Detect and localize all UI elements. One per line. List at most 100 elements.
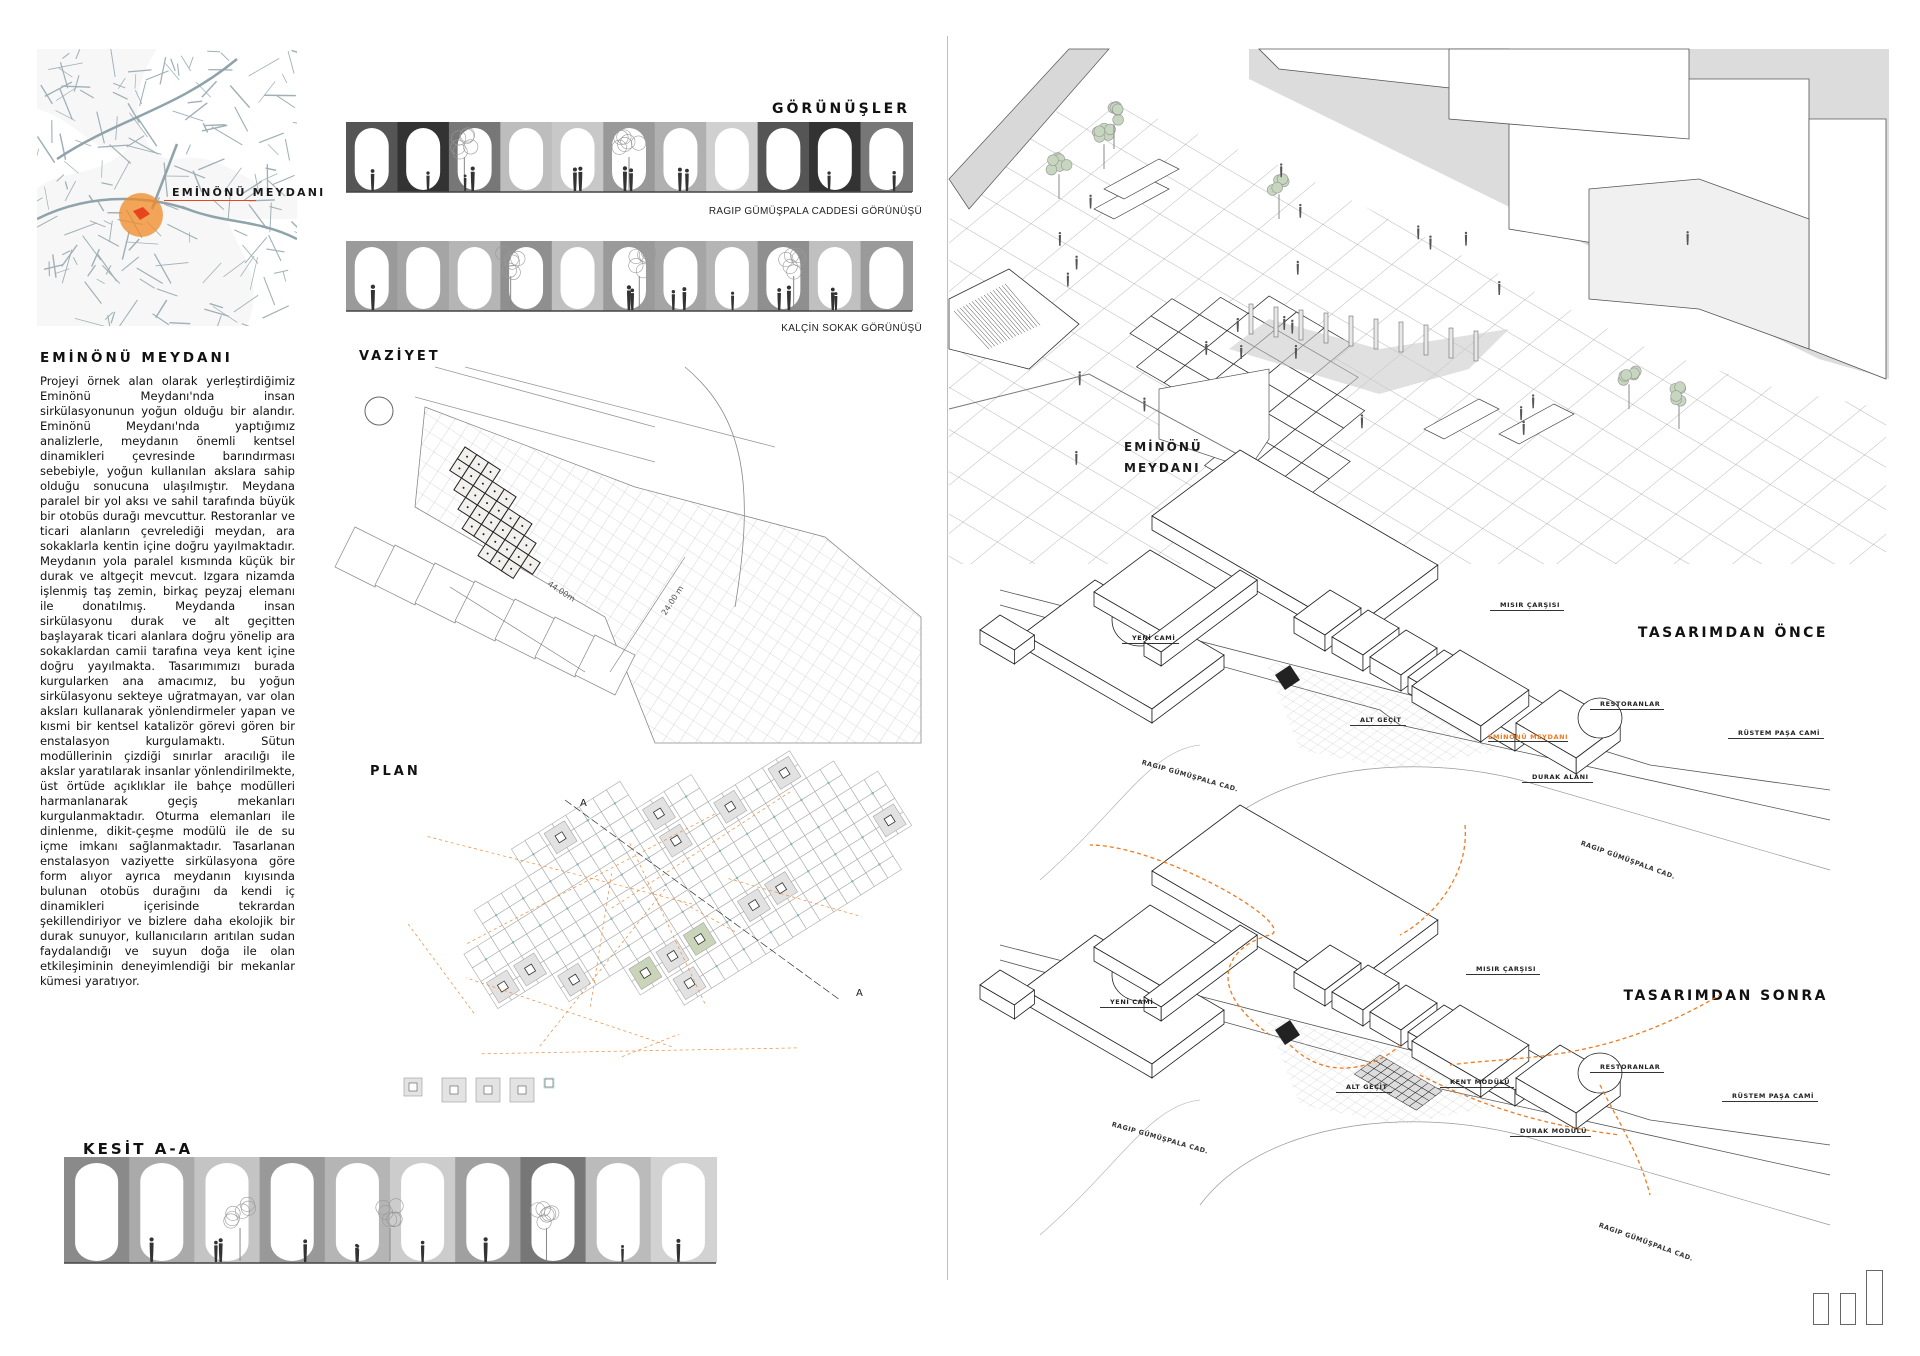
- street: [174, 165, 206, 179]
- tree-canopy: [386, 1212, 402, 1228]
- grid-node: [576, 863, 579, 866]
- tree-canopy: [628, 248, 644, 264]
- tree-canopy: [1276, 173, 1289, 185]
- section-drawing: [64, 1157, 717, 1264]
- tree-canopy: [1271, 181, 1283, 194]
- label-restoranlar: RESTORANLAR: [1590, 700, 1665, 710]
- person-figure: [1417, 228, 1420, 240]
- column: [523, 963, 537, 976]
- person-figure: [355, 1247, 359, 1262]
- arch-opening: [714, 247, 749, 309]
- grid-node: [691, 866, 695, 870]
- person-figure: [1236, 320, 1239, 332]
- arch-opening: [714, 128, 749, 190]
- street: [180, 55, 192, 72]
- square-grid: [1265, 660, 1500, 770]
- column-dot: [486, 502, 489, 505]
- street: [258, 81, 276, 103]
- street: [176, 63, 180, 76]
- grid-node: [817, 825, 820, 829]
- street: [262, 305, 290, 319]
- installation-module-grid: [449, 446, 541, 580]
- column: [693, 932, 706, 946]
- bars-logo-icon: [1813, 1270, 1885, 1326]
- grid-node: [684, 795, 688, 798]
- circulation-axis: [621, 1033, 680, 1058]
- stairs: [1004, 283, 1041, 326]
- street: [240, 255, 255, 277]
- person-head: [682, 287, 687, 292]
- arch-opening: [596, 1163, 640, 1261]
- grid-node: [796, 914, 800, 917]
- street: [172, 110, 204, 122]
- arch-opening: [766, 128, 801, 190]
- elevation-caption-2: KALÇİN SOKAK GÖRÜNÜŞÜ: [781, 323, 922, 334]
- tree-canopy: [628, 258, 644, 274]
- label-rustem-pasa: RÜSTEM PAŞA CAMİ: [1728, 729, 1825, 739]
- circulation-path: [1419, 1074, 1621, 1136]
- column: [639, 966, 652, 980]
- tree-canopy: [631, 135, 647, 151]
- column-dot: [482, 533, 485, 536]
- arch-opening: [817, 247, 852, 309]
- street: [104, 311, 114, 320]
- person-head: [671, 289, 676, 294]
- street: [64, 181, 69, 190]
- street: [249, 256, 258, 290]
- street: [128, 238, 140, 251]
- column-module: [1248, 303, 1254, 335]
- label-durak-alani: DURAK ALANI: [1522, 773, 1593, 783]
- person-head: [629, 168, 634, 173]
- street: [54, 268, 70, 274]
- arch-opening: [406, 128, 441, 190]
- person-figure: [1520, 409, 1523, 421]
- column: [747, 899, 760, 912]
- arch-opening: [661, 1163, 705, 1261]
- person-head: [892, 170, 896, 175]
- grid-node: [494, 914, 498, 917]
- person-head: [1089, 194, 1092, 198]
- grid-node: [725, 920, 728, 924]
- street: [64, 222, 97, 236]
- tree-canopy: [382, 1212, 398, 1228]
- person-figure: [573, 172, 577, 191]
- tree-canopy: [463, 139, 479, 155]
- person-head: [355, 1243, 359, 1247]
- section-title: KESİT A-A: [83, 1140, 194, 1158]
- street: [62, 52, 70, 59]
- grid-node: [539, 924, 542, 927]
- building-block-side: [1013, 634, 1035, 665]
- grid-node: [583, 934, 586, 937]
- street: [195, 81, 212, 98]
- person-figure: [470, 171, 475, 191]
- person-head: [1058, 231, 1062, 235]
- street: [64, 180, 77, 202]
- circulation-axis: [728, 878, 862, 917]
- person-head: [830, 287, 835, 292]
- building-block: [374, 544, 436, 606]
- grid-node: [861, 836, 864, 839]
- street: [112, 91, 128, 100]
- column-dot: [521, 524, 524, 527]
- person-figure: [685, 173, 689, 191]
- street: [89, 220, 106, 228]
- person-figure: [731, 295, 735, 310]
- after-diagram: [979, 804, 1831, 1236]
- person-head: [1498, 281, 1501, 284]
- circulation-path: [1089, 844, 1275, 1036]
- street: [112, 82, 126, 89]
- street: [137, 117, 158, 147]
- person-head: [1360, 414, 1364, 417]
- street: [248, 204, 268, 230]
- circulation-axis: [465, 977, 672, 1047]
- person-figure: [786, 290, 791, 310]
- tree-canopy: [1045, 163, 1058, 176]
- street: [37, 148, 40, 157]
- street: [209, 302, 224, 309]
- tree-canopy: [495, 245, 511, 261]
- column-dot: [490, 521, 493, 524]
- person-figure: [420, 1245, 425, 1262]
- street: [126, 135, 145, 148]
- street: [110, 49, 116, 78]
- label-restoranlar: RESTORANLAR: [1590, 1063, 1665, 1073]
